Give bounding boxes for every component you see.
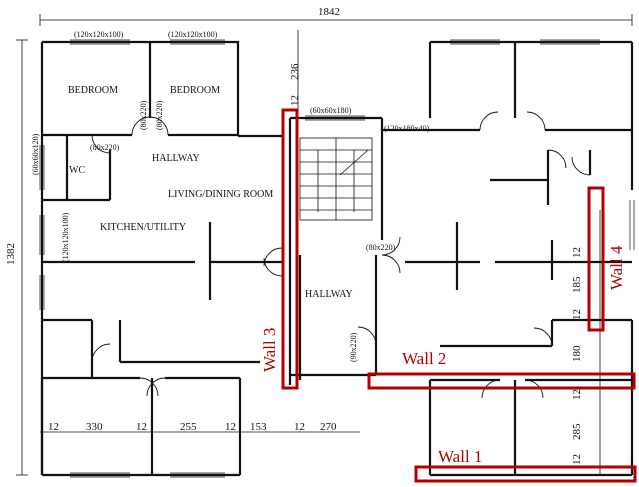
dim-bottom-0: 12 (48, 421, 59, 433)
dim-bottom-7: 270 (320, 421, 337, 433)
room-bedroom-1: BEDROOM (68, 85, 118, 96)
wall-4-label: Wall 4 (607, 245, 626, 290)
dim-right-5: 285 (571, 423, 583, 440)
door-swings (91, 111, 591, 399)
wall-1-box[interactable] (414, 465, 637, 483)
label-door-hall: (80x220) (366, 243, 396, 252)
dim-12-top: 12 (289, 95, 301, 106)
dim-overall-width: 1842 (318, 6, 340, 18)
wall-highlights (281, 108, 637, 483)
label-win-left-2: (120x120x100) (61, 212, 70, 262)
label-door-c: (80x220) (155, 100, 164, 130)
label-door-lower: (90x220) (349, 332, 358, 362)
room-living-dining: LIVING/DINING ROOM (168, 189, 273, 200)
dim-bottom-5: 153 (250, 421, 267, 433)
room-hallway-center: HALLWAY (305, 289, 353, 300)
room-wc: WC (69, 165, 85, 176)
dim-bottom-6: 12 (294, 421, 305, 433)
walls (40, 40, 634, 477)
dim-right-2: 12 (571, 309, 583, 320)
dim-right-1: 185 (571, 276, 583, 293)
dim-236: 236 (289, 63, 301, 80)
wall-4-box[interactable] (587, 186, 605, 332)
dim-right-0: 12 (571, 247, 583, 258)
label-win-stair-right: (120x180x40) (384, 124, 430, 133)
wall-1-label: Wall 1 (438, 447, 482, 466)
dim-bottom-1: 330 (86, 421, 103, 433)
stair (299, 137, 373, 221)
dim-overall-height: 1382 (5, 243, 17, 265)
label-door-a: (80x220) (90, 143, 120, 152)
dimension-lines (16, 14, 633, 476)
wall-2-label: Wall 2 (402, 349, 446, 368)
wall-3-label: Wall 3 (260, 328, 279, 372)
dim-bottom-4: 12 (225, 421, 236, 433)
dim-bottom-2: 12 (136, 421, 147, 433)
dim-right-3: 180 (571, 345, 583, 362)
label-win-stair-top: (60x60x180) (310, 106, 352, 115)
label-win-top-2: (120x120x100) (168, 30, 218, 39)
dim-right-6: 12 (571, 454, 583, 465)
dim-bottom-3: 255 (180, 421, 197, 433)
room-bedroom-2: BEDROOM (170, 85, 220, 96)
wall-3-box[interactable] (281, 108, 299, 390)
label-door-b: (80x220) (139, 100, 148, 130)
window-marks (39, 39, 635, 478)
wall-2-box[interactable] (367, 372, 636, 390)
label-win-top-1: (120x120x100) (74, 30, 124, 39)
label-win-left-1: (60x60x120) (31, 133, 40, 175)
room-hallway-upper: HALLWAY (152, 153, 200, 164)
room-kitchen-utility: KITCHEN/UTILITY (100, 222, 186, 233)
dim-right-4: 12 (571, 389, 583, 400)
